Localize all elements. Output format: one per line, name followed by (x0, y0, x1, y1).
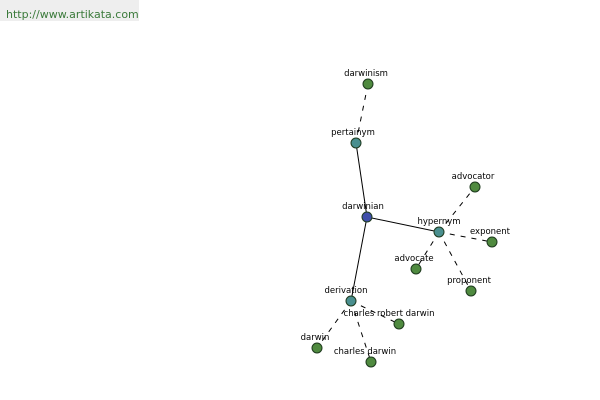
node-proponent[interactable]: proponent (447, 276, 492, 297)
edge-hypernym-to-proponent (438, 231, 472, 292)
node-charles-robert-darwin[interactable]: charles robert darwin (344, 309, 435, 330)
node-circle-pertainym[interactable] (350, 137, 362, 149)
node-circle-darwin[interactable] (311, 342, 323, 354)
node-darwinian[interactable]: darwinian (342, 202, 384, 223)
node-advocate[interactable]: advocate (394, 254, 434, 275)
node-label-advocate: advocate (394, 254, 433, 264)
node-charles-darwin[interactable]: charles darwin (334, 347, 396, 368)
node-circle-derivation[interactable] (345, 295, 357, 307)
edge-derivation-to-charles-robert-darwin (350, 300, 400, 325)
source-url-banner: http://www.artikata.com (0, 0, 139, 21)
node-circle-charles-darwin[interactable] (365, 356, 377, 368)
node-label-proponent: proponent (447, 276, 492, 286)
node-label-charles-darwin: charles darwin (334, 347, 396, 357)
node-circle-hypernym[interactable] (433, 226, 445, 238)
edge-darwinian-to-pertainym (355, 142, 368, 218)
node-circle-darwinism[interactable] (362, 78, 374, 90)
edge-darwinian-to-derivation (350, 216, 368, 302)
node-hypernym[interactable]: hypernym (417, 217, 461, 238)
source-url-link[interactable]: http://www.artikata.com (6, 8, 139, 21)
edge-derivation-to-darwin (316, 300, 352, 349)
node-advocator[interactable]: advocator (452, 172, 495, 193)
node-darwin[interactable]: darwin (301, 333, 330, 354)
node-circle-exponent[interactable] (486, 236, 498, 248)
graph-edges (316, 83, 493, 363)
node-circle-advocator[interactable] (469, 181, 481, 193)
node-label-advocator: advocator (452, 172, 495, 182)
edge-hypernym-to-advocator (438, 186, 476, 233)
node-pertainym[interactable]: pertainym (331, 128, 375, 149)
node-circle-proponent[interactable] (465, 285, 477, 297)
edge-hypernym-to-exponent (438, 231, 493, 243)
node-label-hypernym: hypernym (417, 217, 460, 227)
node-circle-charles-robert-darwin[interactable] (393, 318, 405, 330)
node-darwinism[interactable]: darwinism (344, 69, 388, 90)
node-label-darwinism: darwinism (344, 69, 388, 79)
edge-hypernym-to-advocate (415, 231, 440, 270)
node-exponent[interactable]: exponent (470, 227, 511, 248)
edge-darwinian-to-hypernym (366, 216, 440, 233)
node-label-darwinian: darwinian (342, 202, 384, 212)
node-label-derivation: derivation (324, 286, 367, 296)
node-label-exponent: exponent (470, 227, 511, 237)
node-label-charles-robert-darwin: charles robert darwin (344, 309, 435, 319)
node-label-pertainym: pertainym (331, 128, 375, 138)
node-circle-darwinian[interactable] (361, 211, 373, 223)
node-derivation[interactable]: derivation (324, 286, 368, 307)
node-circle-advocate[interactable] (410, 263, 422, 275)
node-label-darwin: darwin (301, 333, 330, 343)
graph-nodes: darwinian pertainym darwinism hypernym advoc… (301, 69, 511, 368)
